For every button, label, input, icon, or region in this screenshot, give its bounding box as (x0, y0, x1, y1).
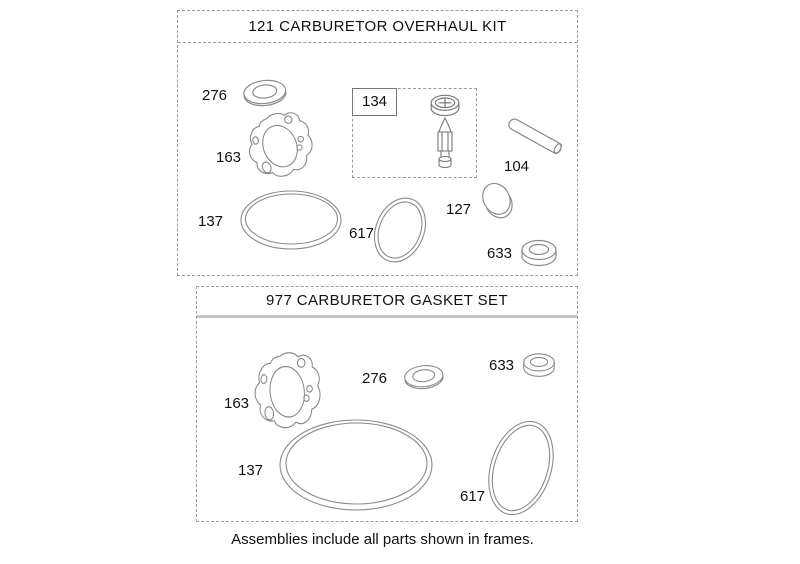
diagram-caption: Assemblies include all parts shown in fr… (231, 531, 534, 548)
gasket-set-frame: 977 CARBURETOR GASKET SET 163 276 (196, 286, 578, 522)
part-label-633: 633 (489, 357, 515, 374)
washer-276-drawing (404, 365, 444, 390)
seal-633-drawing (521, 239, 557, 267)
o-ring-617-drawing (488, 420, 554, 516)
part-label-104: 104 (504, 158, 530, 175)
pin-104-drawing (508, 118, 562, 155)
needle-valve-drawing (437, 116, 453, 169)
part-label-276: 276 (202, 87, 228, 104)
part-label-276: 276 (362, 370, 388, 387)
part-label-163: 163 (224, 395, 250, 412)
gasket-163-drawing (254, 352, 321, 429)
o-ring-137-drawing (279, 419, 433, 511)
overhaul-kit-frame: 121 CARBURETOR OVERHAUL KIT 276 163 (177, 10, 578, 276)
part-label-134: 134 (352, 88, 397, 116)
part-label-127: 127 (446, 201, 472, 218)
needle-valve-kit-box: 134 (352, 88, 477, 178)
overhaul-kit-title: 121 CARBURETOR OVERHAUL KIT (178, 11, 577, 43)
part-label-137: 137 (238, 462, 264, 479)
valve-seat-drawing (430, 94, 460, 117)
washer-276-drawing (243, 79, 287, 107)
part-label-633: 633 (487, 245, 513, 262)
seal-633-drawing (523, 353, 555, 377)
o-ring-137-drawing (240, 190, 342, 250)
gasket-163-drawing (248, 112, 313, 177)
gasket-set-title: 977 CARBURETOR GASKET SET (197, 287, 577, 318)
part-label-617: 617 (460, 488, 486, 505)
part-label-617: 617 (349, 225, 375, 242)
o-ring-617-drawing (373, 197, 427, 263)
disc-127-drawing (482, 182, 513, 219)
part-label-137: 137 (198, 213, 224, 230)
part-label-163: 163 (216, 149, 242, 166)
